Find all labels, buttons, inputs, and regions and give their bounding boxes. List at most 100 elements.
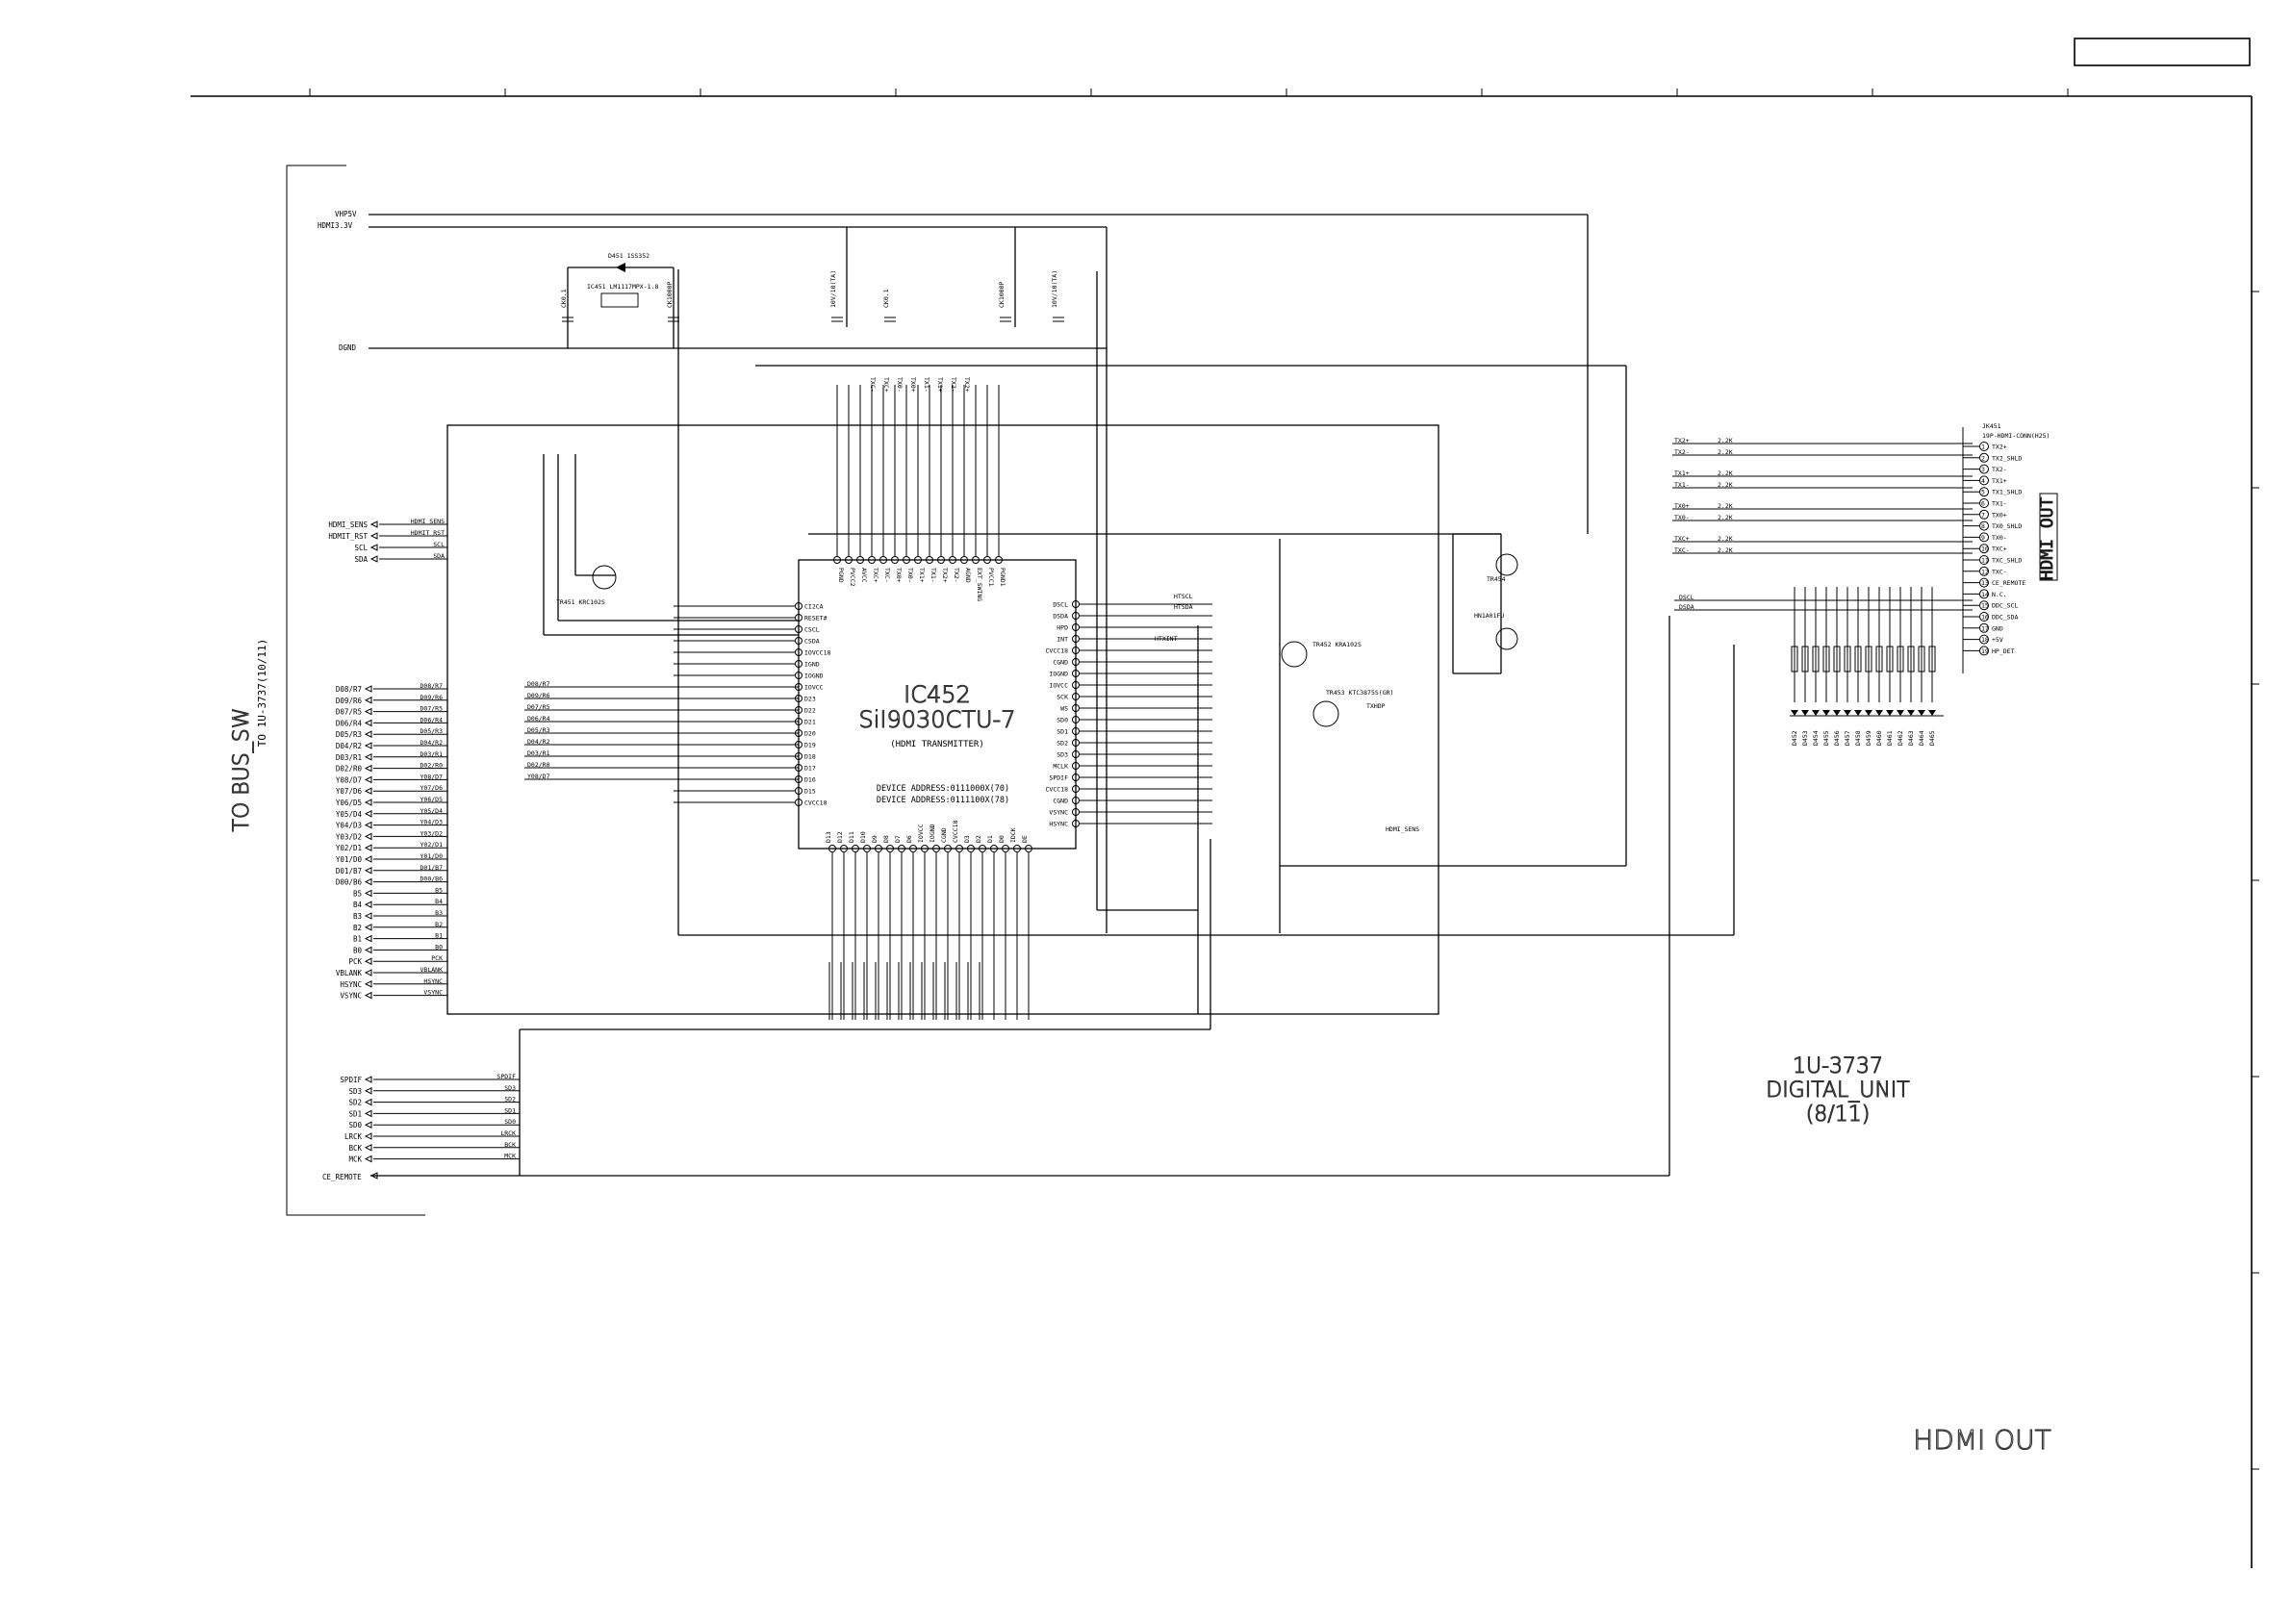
svg-text:IOGND: IOGND bbox=[929, 824, 936, 843]
svg-text:D19: D19 bbox=[804, 742, 816, 749]
esd-d452: D452 bbox=[1791, 587, 1798, 746]
ic-pin-cgnd: CGND bbox=[1053, 797, 1212, 805]
sheet-title-block: 1U-3737 DIGITAL_UNIT (8/11) bbox=[1766, 1053, 1911, 1127]
svg-text:Y03/D2: Y03/D2 bbox=[336, 832, 362, 841]
svg-text:SD1: SD1 bbox=[1057, 728, 1068, 736]
ic-pin-ci2ca: CI2CA bbox=[674, 602, 824, 611]
svg-text:WS: WS bbox=[1060, 705, 1068, 713]
ic-pin-iovcc: IOVCC bbox=[917, 824, 929, 1020]
ic-pin-d7: D7 bbox=[894, 835, 905, 1020]
svg-text:D16: D16 bbox=[804, 776, 816, 784]
svg-text:D01/B7: D01/B7 bbox=[420, 864, 444, 872]
hdmi33v-label: HDMI3.3V bbox=[318, 221, 353, 230]
svg-text:HDMIT_RST: HDMIT_RST bbox=[328, 532, 368, 541]
svg-text:Y01/D0: Y01/D0 bbox=[336, 855, 363, 864]
svg-text:B3: B3 bbox=[435, 909, 443, 917]
svg-text:4: 4 bbox=[1981, 477, 1985, 485]
svg-text:6: 6 bbox=[1981, 500, 1985, 508]
svg-text:TX0-: TX0- bbox=[906, 568, 914, 583]
ic-pin-csda: CSDA bbox=[674, 637, 820, 646]
svg-text:SD0: SD0 bbox=[1057, 717, 1068, 724]
svg-text:D1: D1 bbox=[986, 835, 994, 843]
svg-text:DSDA: DSDA bbox=[1053, 613, 1068, 621]
svg-text:DDC_SCL: DDC_SCL bbox=[1992, 602, 2018, 610]
svg-text:GND: GND bbox=[1992, 624, 2003, 632]
ic-pin-sd2: SD2 bbox=[1057, 739, 1212, 748]
svg-text:BCK: BCK bbox=[348, 1144, 362, 1153]
esd-d463: D463 bbox=[1907, 587, 1915, 746]
svg-text:D0: D0 bbox=[998, 835, 1006, 843]
ic-pin-d15: D15 bbox=[674, 787, 816, 796]
footer-title: HDMI OUT bbox=[1913, 1424, 2051, 1456]
ic-pin-iognd: IOGND bbox=[929, 824, 940, 1020]
svg-text:PCK: PCK bbox=[348, 957, 362, 966]
diff-net-3: TX1-2.2K bbox=[1672, 481, 1973, 489]
svg-text:CVCC18: CVCC18 bbox=[804, 799, 828, 807]
bus-net-0: D08/R7 bbox=[527, 680, 550, 688]
svg-text:D459: D459 bbox=[1865, 730, 1872, 746]
diff-net-1: TX2-2.2K bbox=[1672, 448, 1973, 456]
ic-part: SiI9030CTU-7 bbox=[859, 706, 1016, 733]
svg-text:Y04/D3: Y04/D3 bbox=[336, 822, 362, 830]
svg-text:D00/B6: D00/B6 bbox=[420, 875, 444, 883]
ic-pin-agnd: AGND bbox=[960, 385, 972, 583]
svg-text:D08/R7: D08/R7 bbox=[336, 685, 362, 694]
svg-text:TXC-: TXC- bbox=[883, 568, 891, 583]
ic-pin-cgnd: CGND bbox=[940, 827, 952, 1020]
svg-text:TX2+: TX2+ bbox=[1674, 437, 1690, 444]
svg-text:D3: D3 bbox=[963, 835, 971, 843]
regulator-ic451 bbox=[600, 292, 639, 308]
ic-pin-cvcc18: CVCC18 bbox=[674, 799, 828, 807]
svg-text:B4: B4 bbox=[353, 901, 363, 909]
svg-text:CVCC18: CVCC18 bbox=[1046, 786, 1069, 794]
cec-port: CE_REMOTE bbox=[322, 1173, 362, 1181]
svg-text:SD3: SD3 bbox=[1057, 751, 1068, 759]
svg-text:TX0-: TX0- bbox=[1674, 514, 1690, 521]
ic-pin-avcc: AVCC bbox=[856, 385, 868, 583]
bus-net-3: D06/R4 bbox=[527, 715, 550, 723]
svg-text:10: 10 bbox=[1981, 546, 1989, 553]
svg-text:CGND: CGND bbox=[940, 827, 948, 843]
svg-text:TX1+: TX1+ bbox=[1674, 469, 1690, 477]
svg-text:TX0_SHLD: TX0_SHLD bbox=[1992, 522, 2022, 530]
svg-text:TX2-: TX2- bbox=[1674, 448, 1690, 456]
svg-text:Y07/D6: Y07/D6 bbox=[420, 784, 444, 792]
svg-text:TX2-: TX2- bbox=[1992, 466, 2007, 473]
ic-pin-tx1-: TX1- bbox=[926, 385, 937, 583]
svg-text:LRCK: LRCK bbox=[344, 1132, 363, 1141]
svg-text:2.2K: 2.2K bbox=[1718, 481, 1733, 489]
svg-text:14: 14 bbox=[1981, 591, 1989, 598]
svg-text:RESET#: RESET# bbox=[804, 615, 828, 622]
svg-text:D02/R0: D02/R0 bbox=[420, 762, 444, 770]
svg-text:IOVCC: IOVCC bbox=[804, 684, 824, 692]
svg-text:CK0.1: CK0.1 bbox=[560, 289, 568, 308]
svg-text:VBLANK: VBLANK bbox=[420, 966, 444, 974]
q-ddc-label: HN1A01FU bbox=[1474, 612, 1504, 620]
svg-text:3: 3 bbox=[1981, 466, 1985, 473]
svg-text:SD2: SD2 bbox=[348, 1099, 362, 1107]
vhp5v-label: VHP5V bbox=[335, 210, 357, 218]
svg-text:D454: D454 bbox=[1812, 730, 1820, 746]
svg-text:D09/R6: D09/R6 bbox=[420, 694, 444, 701]
svg-text:TXC+: TXC+ bbox=[1992, 546, 2007, 553]
svg-text:TX2_SHLD: TX2_SHLD bbox=[1992, 454, 2022, 462]
svg-text:D01/B7: D01/B7 bbox=[336, 867, 362, 875]
ic-function: (HDMI TRANSMITTER) bbox=[890, 740, 984, 749]
